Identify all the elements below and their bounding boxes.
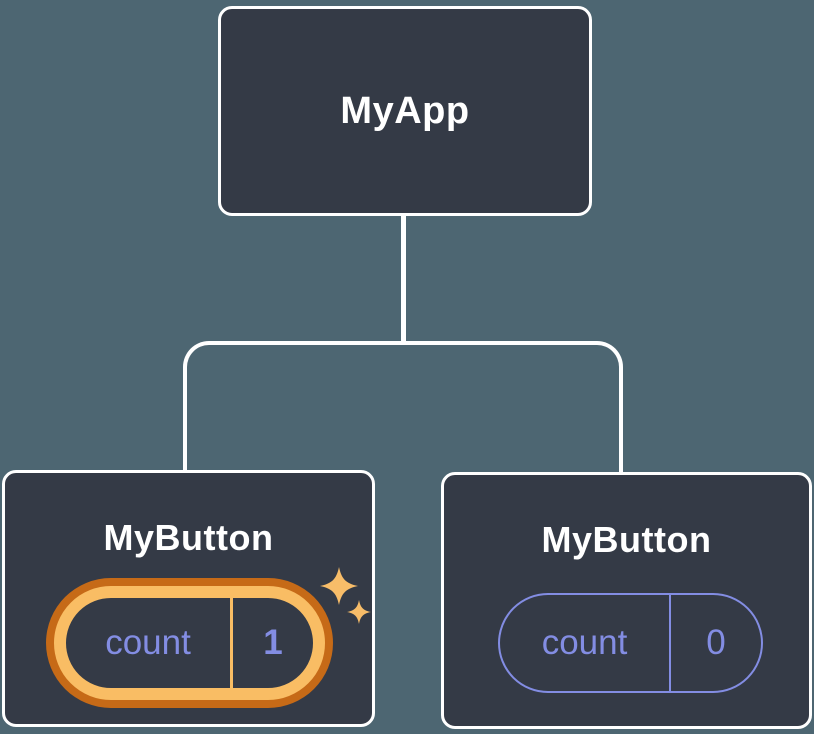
child-component-label: MyButton (541, 519, 712, 560)
state-key: count (541, 623, 628, 662)
state-key: count (105, 623, 191, 662)
state-pill-plain: count 0 (498, 593, 763, 693)
state-pill-divider (230, 598, 233, 688)
state-pill-highlighted: count 1 (54, 586, 325, 700)
branch-connector-lines (183, 341, 623, 472)
child-component-label: MyButton (103, 517, 274, 558)
child-component-node-left: MyButton count 1 (2, 470, 375, 727)
root-connector-line (401, 214, 406, 345)
root-component-node: MyApp (218, 6, 592, 216)
state-pill-divider (669, 595, 671, 691)
root-component-label: MyApp (340, 89, 470, 132)
child-component-node-right: MyButton count 0 (441, 472, 812, 729)
state-value: 1 (263, 623, 283, 662)
state-value: 0 (706, 623, 726, 662)
